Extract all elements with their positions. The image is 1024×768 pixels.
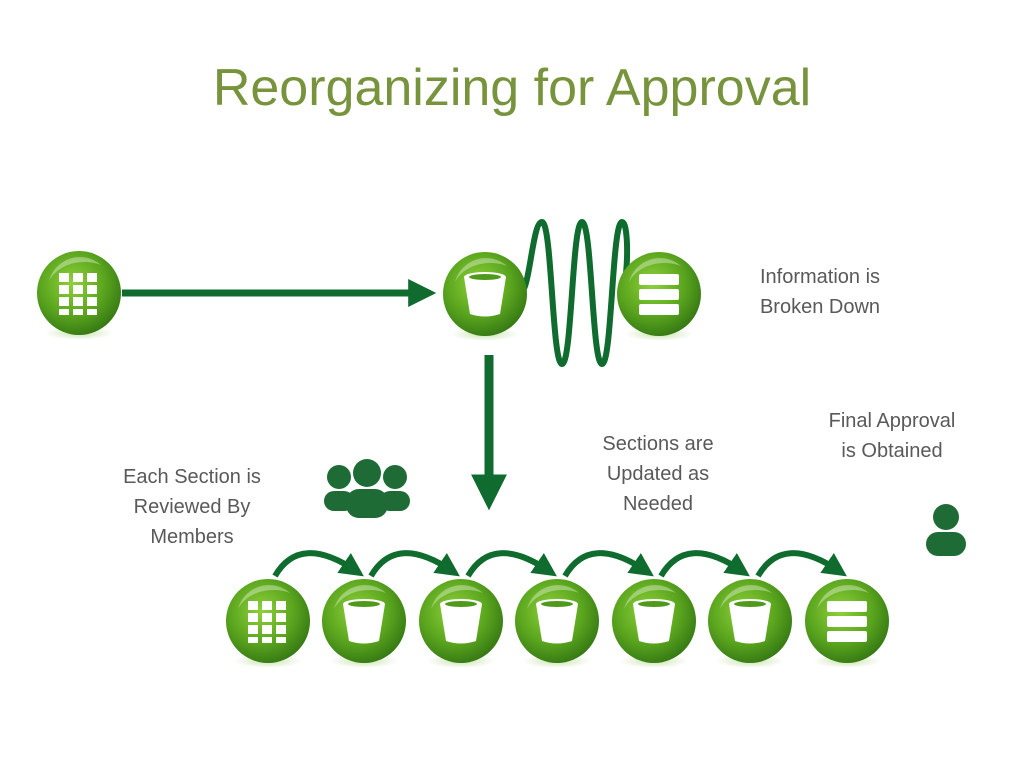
node-grid-icon <box>226 579 310 668</box>
node-cup-icon <box>515 579 599 668</box>
label-sections-updated: Sections are Updated as Needed <box>568 429 748 519</box>
node-cup-icon <box>443 252 527 341</box>
coil-connector <box>518 218 631 368</box>
label-line: Needed <box>622 493 694 515</box>
label-section-reviewed: Each Section is Reviewed By Members <box>92 462 292 552</box>
label-line: Information is <box>759 266 881 288</box>
curved-arrows <box>272 550 847 578</box>
node-list-icon <box>805 579 889 668</box>
label-line: is Obtained <box>841 440 943 462</box>
node-cup-icon <box>419 579 503 668</box>
node-cup-icon <box>322 579 406 668</box>
label-line: Broken Down <box>759 296 881 318</box>
slide-title: Reorganizing for Approval <box>212 59 812 117</box>
label-line: Each Section is <box>123 466 261 488</box>
label-line: Reviewed By <box>133 496 251 518</box>
label-information-broken-down: Information is Broken Down <box>720 262 920 322</box>
label-line: Sections are <box>602 433 714 455</box>
node-cup-icon <box>612 579 696 668</box>
node-grid-icon <box>37 251 121 340</box>
label-final-approval: Final Approval is Obtained <box>792 406 992 466</box>
label-line: Updated as <box>606 463 710 485</box>
person-icon <box>926 504 966 556</box>
label-line: Final Approval <box>828 410 956 432</box>
label-line: Members <box>150 526 234 548</box>
node-cup-icon <box>708 579 792 668</box>
node-list-icon <box>617 252 701 341</box>
people-group-icon <box>324 459 410 518</box>
